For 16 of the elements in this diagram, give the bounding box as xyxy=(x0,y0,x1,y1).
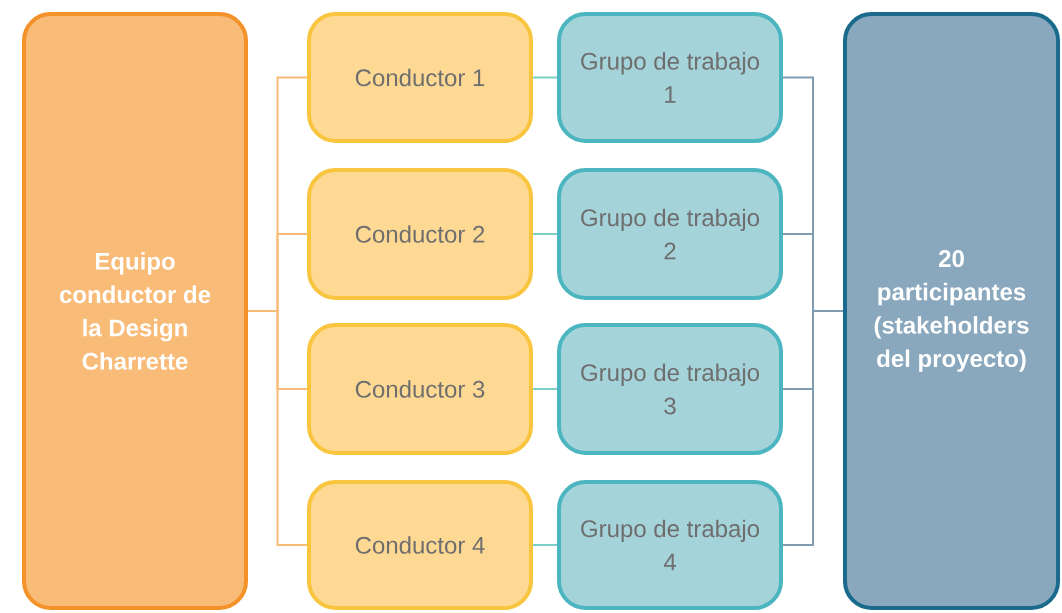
team-box: 20 participantes (stakeholders del proyecto) xyxy=(843,12,1061,610)
process-box: Grupo de trabajo 4 xyxy=(557,480,783,610)
process-box: Conductor 3 xyxy=(307,323,533,455)
connector-line xyxy=(782,310,844,546)
process-box: Conductor 1 xyxy=(307,12,533,143)
connector-line xyxy=(532,544,558,546)
connector-line xyxy=(532,76,558,79)
process-box: Conductor 2 xyxy=(307,168,533,300)
connector-line xyxy=(247,310,308,546)
process-box: Grupo de trabajo 3 xyxy=(557,323,783,455)
process-box: Grupo de trabajo 2 xyxy=(557,168,783,300)
team-box: Equipo conductor de la Design Charrette xyxy=(22,12,248,610)
process-box: Grupo de trabajo 1 xyxy=(557,12,783,143)
process-box: Conductor 4 xyxy=(307,480,533,610)
connector-line xyxy=(532,388,558,390)
connector-line xyxy=(532,233,558,235)
